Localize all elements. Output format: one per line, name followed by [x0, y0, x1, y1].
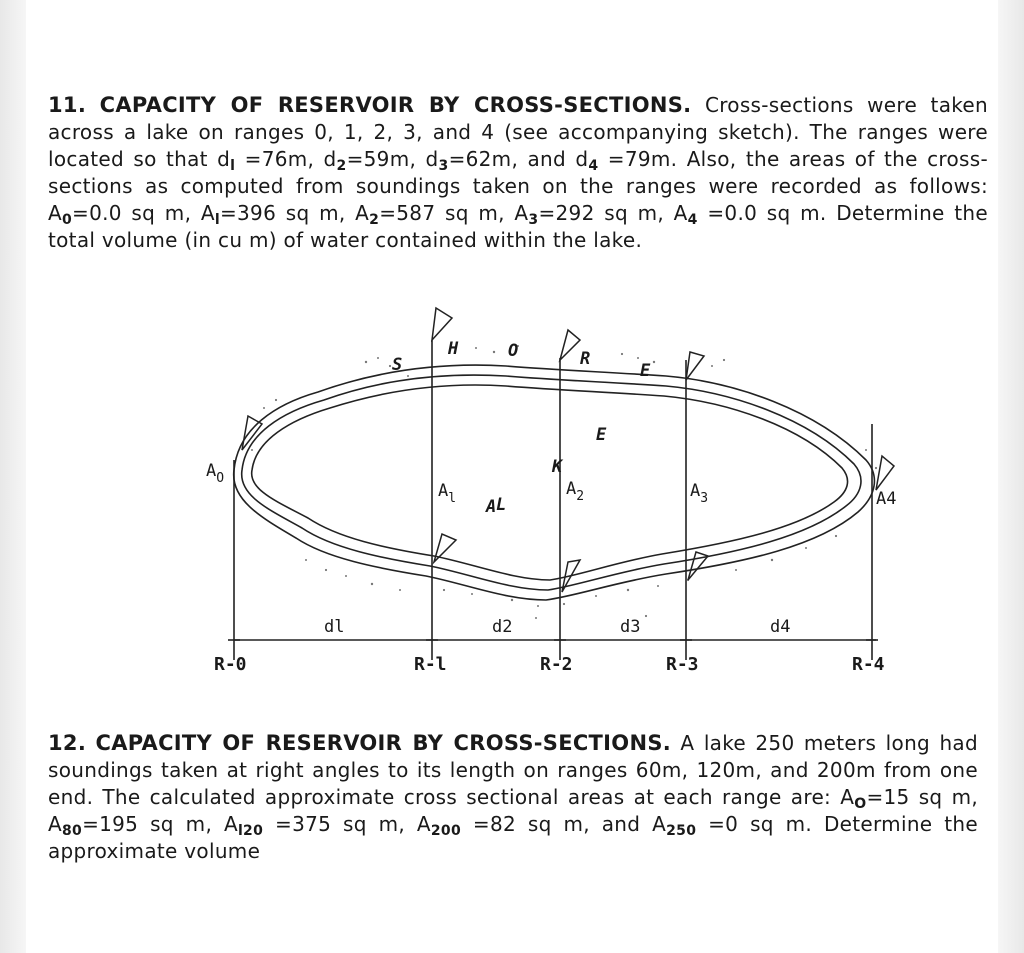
range-lines — [233, 340, 873, 660]
area-label-a0: AO — [206, 461, 224, 486]
shore-letters: S H O R E — [392, 339, 651, 381]
lake-letters: L A K E — [485, 425, 607, 517]
problem-12-text: 12. CAPACITY OF RESERVOIR BY CROSS-SECTI… — [48, 731, 979, 863]
area-labels: AO Al A2 A3 A4 — [206, 461, 896, 509]
shore-stipple — [251, 345, 878, 621]
lake-letter: A — [485, 497, 496, 517]
distance-labels: dl d2 d3 d4 — [324, 617, 790, 637]
range-label: R-2 — [540, 654, 573, 675]
shoreline-contours — [232, 364, 876, 601]
range-label: R-l — [414, 654, 447, 675]
shore-letter: O — [508, 341, 518, 361]
lake-sketch-svg: S H O R E L A K E AO Al A2 A3 A4 — [206, 306, 896, 675]
lake-letter: L — [496, 495, 506, 515]
lake-sketch: S H O R E L A K E AO Al A2 A3 A4 — [176, 300, 926, 690]
lake-letter: E — [596, 425, 607, 445]
shore-letter: S — [392, 355, 402, 375]
area-label-a3: A3 — [690, 481, 708, 506]
problem-11-number: 11. — [48, 93, 87, 117]
shore-letter: E — [640, 361, 651, 381]
distance-label: d4 — [770, 617, 790, 637]
area-label-a1: Al — [438, 481, 456, 506]
distance-label: d2 — [492, 617, 512, 637]
range-label: R-0 — [214, 654, 247, 675]
range-label: R-3 — [666, 654, 699, 675]
area-label-a2: A2 — [566, 479, 584, 504]
shore-letter: R — [580, 349, 590, 369]
lake-letter: K — [551, 457, 564, 477]
range-label: R-4 — [852, 654, 885, 675]
range-flags — [241, 306, 896, 593]
shore-letter: H — [447, 339, 459, 359]
range-labels: R-0 R-l R-2 R-3 R-4 — [214, 654, 885, 675]
textbook-page: 11. CAPACITY OF RESERVOIR BY CROSS-SECTI… — [26, 0, 998, 953]
distance-label: d3 — [620, 617, 640, 637]
right-margin — [998, 0, 1024, 953]
left-margin — [0, 0, 26, 953]
problem-12-heading: CAPACITY OF RESERVOIR BY CROSS-SECTIONS. — [95, 731, 672, 755]
problem-12-number: 12. — [48, 731, 87, 755]
area-label-a4: A4 — [876, 489, 896, 509]
problem-11-text: 11. CAPACITY OF RESERVOIR BY CROSS-SECTI… — [48, 93, 989, 252]
problem-11-heading: CAPACITY OF RESERVOIR BY CROSS-SECTIONS. — [99, 93, 692, 117]
distance-label: dl — [324, 617, 344, 637]
